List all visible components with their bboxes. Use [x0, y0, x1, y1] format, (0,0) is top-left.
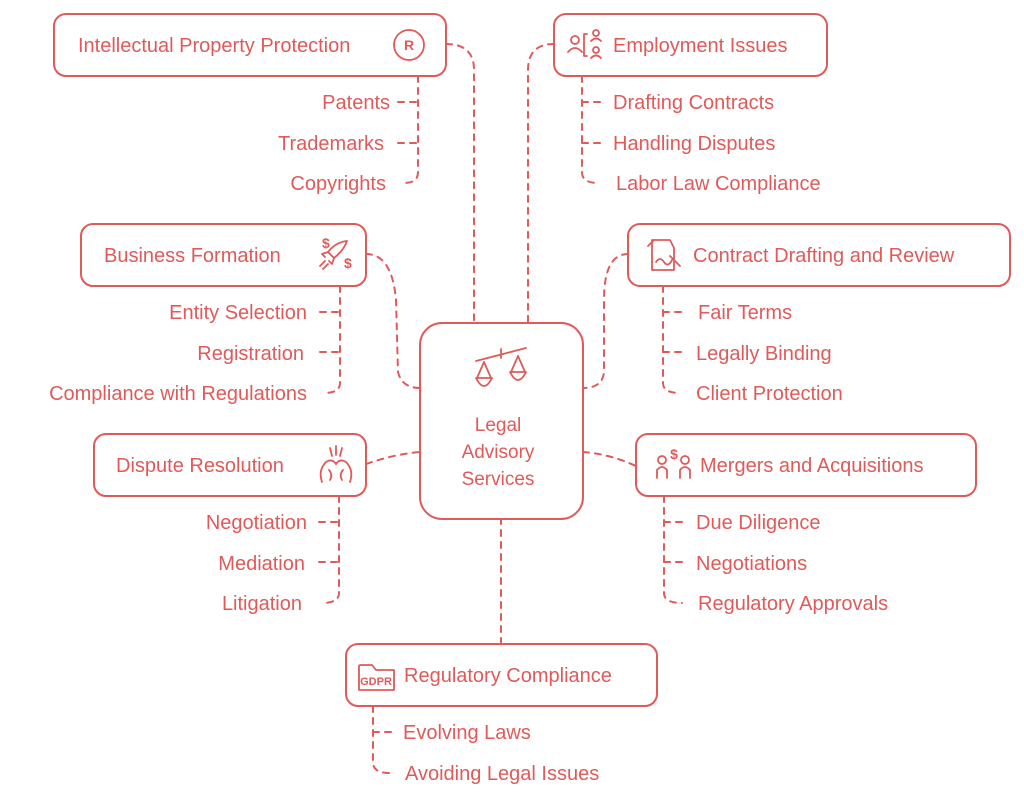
item-ip-1: Trademarks — [278, 133, 384, 155]
topic-dispute-title: Dispute Resolution — [116, 455, 284, 477]
registered-trademark-icon: R — [393, 29, 425, 61]
item-mergers-2: Regulatory Approvals — [698, 593, 888, 615]
items-line-regulatory — [372, 705, 390, 774]
connector-mergers — [582, 451, 637, 467]
topic-mergers-title: Mergers and Acquisitions — [700, 455, 923, 477]
item-dispute-2: Litigation — [222, 593, 302, 615]
item-contract-2: Client Protection — [696, 383, 843, 405]
item-regulatory-0: Evolving Laws — [403, 722, 531, 744]
item-employment-1: Handling Disputes — [613, 133, 775, 155]
connector-employment — [527, 43, 555, 323]
rocket-dollar-right: $ — [344, 255, 352, 271]
items-line-contract — [662, 285, 681, 394]
topic-regulatory[interactable]: GDPR Regulatory Compliance — [345, 643, 658, 707]
topic-employment[interactable]: Employment Issues — [553, 13, 828, 77]
item-business-0: Entity Selection — [169, 302, 307, 324]
topic-ip-title: Intellectual Property Protection — [78, 35, 350, 57]
items-line-employment — [581, 75, 599, 184]
connector-business — [365, 253, 421, 389]
scales-icon — [475, 347, 527, 387]
arguing-heads-icon — [319, 445, 353, 483]
topic-business-title: Business Formation — [104, 245, 281, 267]
topic-business[interactable]: Business Formation $ $ — [80, 223, 367, 287]
item-regulatory-1: Avoiding Legal Issues — [405, 763, 599, 785]
item-contract-0: Fair Terms — [698, 302, 792, 324]
item-contract-1: Legally Binding — [696, 343, 832, 365]
center-line-1: Legal — [475, 415, 522, 436]
item-business-2: Compliance with Regulations — [49, 383, 307, 405]
people-network-icon — [567, 29, 602, 59]
rocket-dollar-left: $ — [322, 235, 330, 251]
center-node[interactable]: Legal Advisory Services — [419, 322, 584, 520]
center-line-2: Advisory — [462, 442, 535, 463]
topic-employment-title: Employment Issues — [613, 35, 788, 57]
topic-ip[interactable]: Intellectual Property Protection R — [53, 13, 447, 77]
center-connectors — [365, 43, 637, 645]
gdpr-badge: GDPR — [360, 676, 392, 688]
connector-contract — [582, 253, 629, 389]
rocket-icon: $ $ — [319, 235, 352, 271]
item-mergers-1: Negotiations — [696, 553, 807, 575]
item-connectors — [318, 75, 685, 774]
item-dispute-0: Negotiation — [206, 512, 307, 534]
gdpr-folder-icon: GDPR — [358, 664, 395, 691]
item-employment-2: Labor Law Compliance — [616, 173, 821, 195]
topic-contract[interactable]: Contract Drafting and Review — [627, 223, 1011, 287]
items-line-business — [323, 285, 341, 394]
item-mergers-0: Due Diligence — [696, 512, 821, 534]
merger-dollar: $ — [670, 446, 678, 462]
people-money-icon: $ — [656, 446, 691, 479]
topic-mergers[interactable]: $ Mergers and Acquisitions — [635, 433, 977, 497]
topic-dispute[interactable]: Dispute Resolution — [93, 433, 367, 497]
item-business-1: Registration — [197, 343, 304, 365]
items-line-ip — [403, 75, 419, 184]
signing-document-icon — [647, 239, 681, 271]
items-line-mergers — [663, 495, 683, 604]
item-dispute-1: Mediation — [218, 553, 305, 575]
item-ip-0: Patents — [322, 92, 390, 114]
center-line-3: Services — [462, 469, 535, 490]
topic-contract-title: Contract Drafting and Review — [693, 245, 955, 267]
topic-regulatory-title: Regulatory Compliance — [404, 665, 612, 687]
connector-ip — [445, 43, 475, 323]
item-employment-0: Drafting Contracts — [613, 92, 774, 114]
items-line-dispute — [321, 495, 340, 604]
ip-badge: R — [404, 37, 414, 53]
item-ip-2: Copyrights — [290, 173, 386, 195]
connector-dispute — [365, 451, 421, 465]
